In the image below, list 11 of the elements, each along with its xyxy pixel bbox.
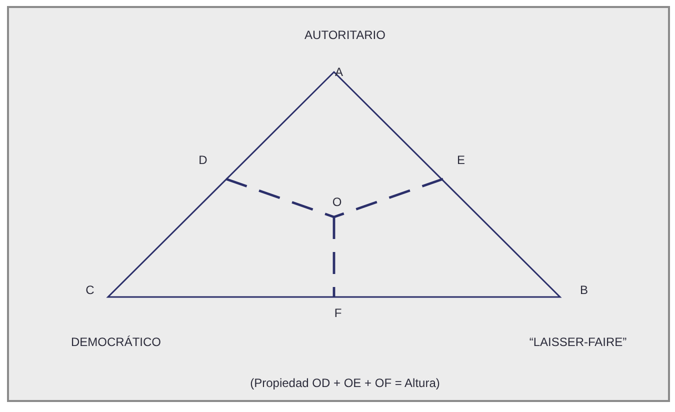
point-label: A bbox=[335, 65, 343, 79]
point-label: F bbox=[334, 306, 342, 320]
point-label: B bbox=[580, 283, 588, 297]
vertex-label: DEMOCRÁTICO bbox=[71, 335, 161, 349]
vertex-label: “LAISSER-FAIRE” bbox=[529, 335, 627, 349]
vertex-label: AUTORITARIO bbox=[304, 28, 386, 42]
point-label: O bbox=[332, 195, 342, 209]
point-label: E bbox=[457, 153, 465, 167]
point-label: C bbox=[86, 283, 94, 297]
point-label: D bbox=[198, 153, 208, 167]
caption: (Propiedad OD + OE + OF = Altura) bbox=[250, 376, 440, 390]
